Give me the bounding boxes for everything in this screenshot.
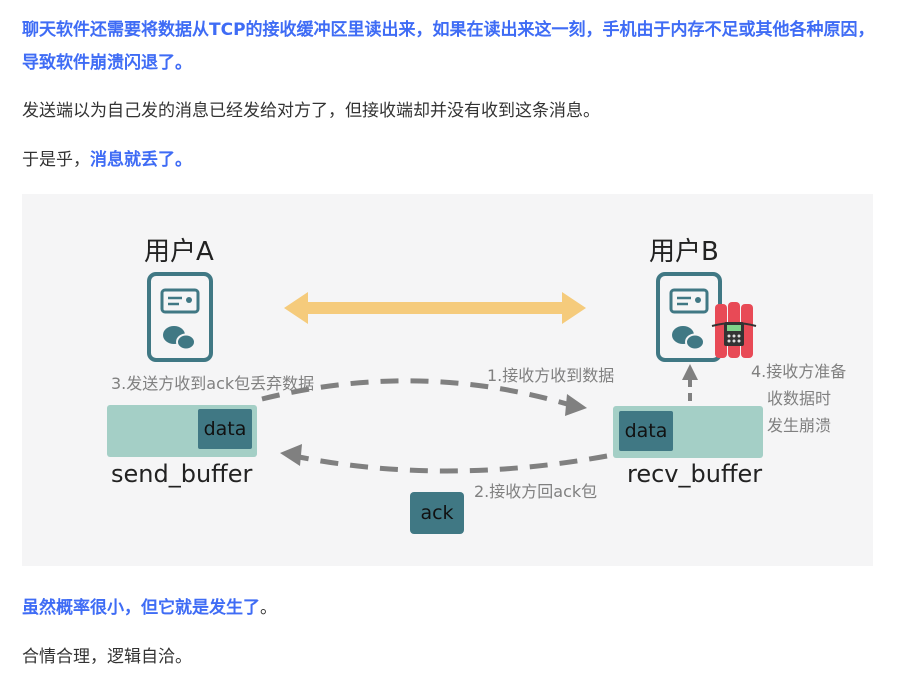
send-buffer-label: send_buffer [111,460,253,488]
step4-line2: 收数据时 [767,389,832,408]
dashed-arrow-read [682,364,698,401]
diagram-graphics [147,272,757,474]
paragraph-conclusion: 合情合理，逻辑自洽。 [22,647,192,667]
p3-emphasis: 消息就丢了。 [90,150,192,170]
recv-buffer-box: data [613,406,763,458]
user-a-label: 用户A [144,237,214,267]
step4-line1: 4.接收方准备 [751,362,847,381]
step3-label: 3.发送方收到ack包丢弃数据 [111,374,315,393]
paragraph-crash-explanation: 聊天软件还需要将数据从TCP的接收缓冲区里读出来，如果在读出来这一刻，手机由于内… [22,20,875,73]
step2-label: 2.接收方回ack包 [474,482,598,501]
p3-prefix: 于是乎， [22,150,90,170]
ack-packet: ack [410,492,464,534]
dynamite-icon [711,302,757,358]
paragraph-message-lost: 于是乎，消息就丢了。 [22,144,882,177]
dashed-arrow-data [261,378,587,416]
send-data-block: data [198,409,252,449]
user-b-label: 用户B [649,237,719,267]
send-buffer-box: data [107,405,257,457]
p4-emphasis: 虽然概率很小，但它就是发生了 [22,598,260,618]
p4-suffix: 。 [260,598,277,618]
user-b-phone-icon [656,272,722,362]
bidirectional-arrow [284,292,586,324]
recv-buffer-label: recv_buffer [627,460,763,488]
user-a-phone-icon [147,272,213,362]
step1-label: 1.接收方收到数据 [487,366,615,385]
step4-line3: 发生崩溃 [767,416,832,435]
recv-data-block: data [619,411,673,451]
tcp-crash-diagram: 用户A 用户B 3.发送方收到ack包丢弃数据 1.接收方收到数据 4.接收方准… [22,194,873,566]
paragraph-sender-assumption: 发送端以为自己发的消息已经发给对方了，但接收端却并没有收到这条消息。 [22,101,600,121]
dashed-arrow-ack [280,444,608,474]
paragraph-rare-but-happens: 虽然概率很小，但它就是发生了。 [22,592,882,625]
